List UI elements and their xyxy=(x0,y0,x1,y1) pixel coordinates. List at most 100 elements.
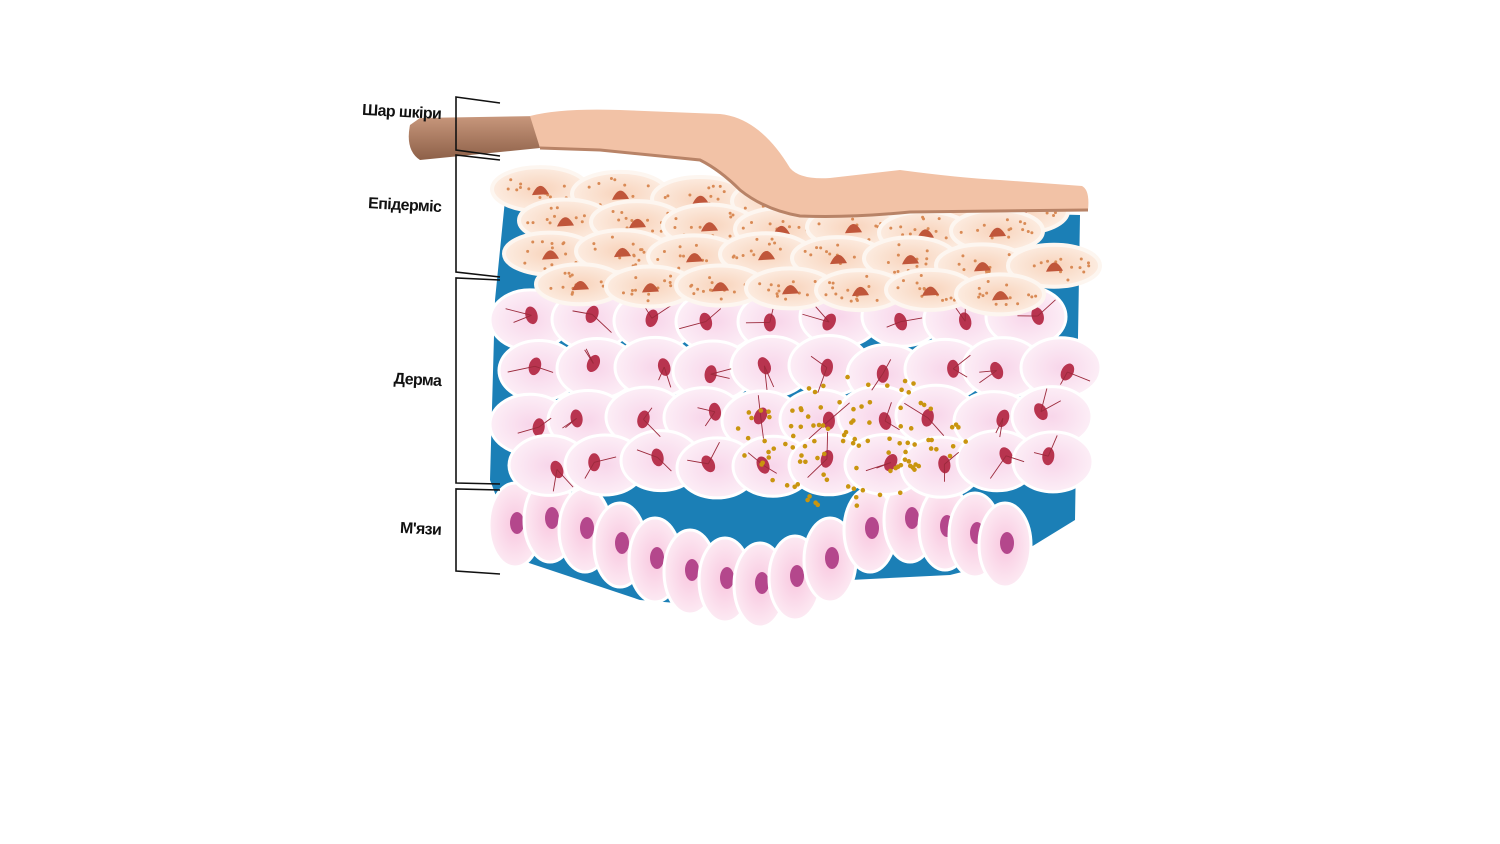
epidermis-granule xyxy=(1078,266,1082,270)
fiber-strand xyxy=(679,321,706,330)
epidermis-granule xyxy=(921,217,925,221)
particle-dot xyxy=(788,423,794,429)
particle-dot xyxy=(767,414,772,420)
particle-dot xyxy=(851,418,856,423)
epidermis-granule xyxy=(630,292,634,296)
epidermis-granule xyxy=(1046,259,1050,263)
epidermis-granule xyxy=(1059,257,1063,261)
epidermis-granule xyxy=(1005,283,1009,287)
epidermis-nucleus xyxy=(992,291,1009,301)
particle-dot xyxy=(805,497,810,503)
epidermis-granule xyxy=(934,229,938,233)
bracket-muscles xyxy=(455,488,501,575)
particle-dot xyxy=(950,443,956,449)
label-epidermis: Епідерміс xyxy=(368,195,443,216)
epidermis-granule xyxy=(824,293,828,297)
epidermis-granule xyxy=(1034,294,1038,298)
epidermis-granule xyxy=(630,219,634,223)
particle-dot xyxy=(735,426,741,431)
fiber-strand xyxy=(944,451,960,465)
fiber-strand xyxy=(534,365,554,373)
particle-dot xyxy=(759,462,764,467)
epidermis-granule xyxy=(924,262,928,266)
particle-dot xyxy=(867,420,872,425)
epidermis-granule xyxy=(526,249,530,253)
particle-dot xyxy=(745,435,751,441)
epidermis-granule xyxy=(855,297,859,301)
epidermis-granule xyxy=(834,292,838,296)
particle-dot xyxy=(795,482,801,487)
skin-surface-side xyxy=(408,116,540,160)
epidermis-granule xyxy=(540,240,544,244)
epidermis-granule xyxy=(784,297,788,301)
epidermis-granule xyxy=(813,279,817,283)
particle-dot xyxy=(911,381,916,386)
epidermis-granule xyxy=(646,184,650,188)
label-muscles: М'язи xyxy=(400,520,442,539)
fiber-strand xyxy=(884,420,900,431)
particle-dot xyxy=(851,486,857,492)
particle-dot xyxy=(910,465,916,470)
fiber-strand xyxy=(710,373,730,379)
fiber-strand xyxy=(995,418,1004,434)
epidermis-granule xyxy=(831,281,835,285)
epidermis-granule xyxy=(755,237,759,241)
particle-dot xyxy=(898,462,904,468)
epidermis-granule xyxy=(632,254,636,258)
epidermis-granule xyxy=(545,218,549,222)
particle-dot xyxy=(908,426,914,431)
label-dermis: Дерма xyxy=(393,371,442,391)
epidermis-granule xyxy=(563,271,567,275)
fiber-strand xyxy=(762,464,777,474)
epidermis-granule xyxy=(587,185,591,189)
epidermis-granule xyxy=(925,257,929,261)
epidermis-granule xyxy=(634,276,638,280)
fiber-strand xyxy=(810,355,828,369)
muscle-nucleus xyxy=(755,572,769,594)
epidermis-granule xyxy=(538,196,542,200)
epidermis-granule xyxy=(618,256,622,260)
collagen-fibers xyxy=(505,296,1091,492)
epidermis-nucleus xyxy=(642,283,659,293)
epidermis-granule xyxy=(662,249,666,253)
epidermis-granule xyxy=(846,288,850,292)
particle-dot xyxy=(905,440,911,446)
particle-dot xyxy=(749,415,754,421)
epidermis-granule xyxy=(642,250,646,254)
epidermis-cell xyxy=(954,272,1046,317)
particle-dot xyxy=(797,459,803,464)
bracket-skin-layer xyxy=(455,96,501,157)
epidermis-granule xyxy=(580,220,584,224)
epidermis-granule xyxy=(523,261,527,265)
epidermis-granule xyxy=(678,254,682,258)
epidermis-granule xyxy=(949,296,953,300)
epidermis-granule xyxy=(743,206,747,210)
epidermis-granule xyxy=(889,226,893,230)
fiber-strand xyxy=(1033,452,1049,457)
epidermis-granule xyxy=(809,253,813,257)
particle-dot xyxy=(860,487,866,493)
epidermis-granule xyxy=(631,194,635,198)
epidermis-granule xyxy=(886,261,890,265)
epidermis-granule xyxy=(1066,278,1070,282)
particle-dot xyxy=(820,423,826,428)
bracket-dermis xyxy=(455,277,501,485)
epidermis-granule xyxy=(893,270,897,274)
epidermis-granule xyxy=(570,292,574,296)
epidermis-granule xyxy=(831,286,835,290)
fiber-strand xyxy=(651,304,672,319)
particle-dot xyxy=(886,450,891,455)
fiber-strand xyxy=(808,420,830,440)
epidermis-granule xyxy=(709,194,713,198)
particle-dot xyxy=(799,453,804,458)
epidermis-granule xyxy=(815,246,819,250)
particle-dot xyxy=(783,441,788,447)
epidermis-granule xyxy=(1004,303,1008,307)
epidermis-granule xyxy=(1008,296,1012,300)
epidermis-nucleus xyxy=(557,217,574,227)
muscle-nucleus xyxy=(1000,532,1014,554)
epidermis-nucleus xyxy=(701,222,718,232)
fiber-strand xyxy=(507,365,536,373)
epidermis-granule xyxy=(781,219,785,223)
epidermis-granule xyxy=(778,247,782,251)
